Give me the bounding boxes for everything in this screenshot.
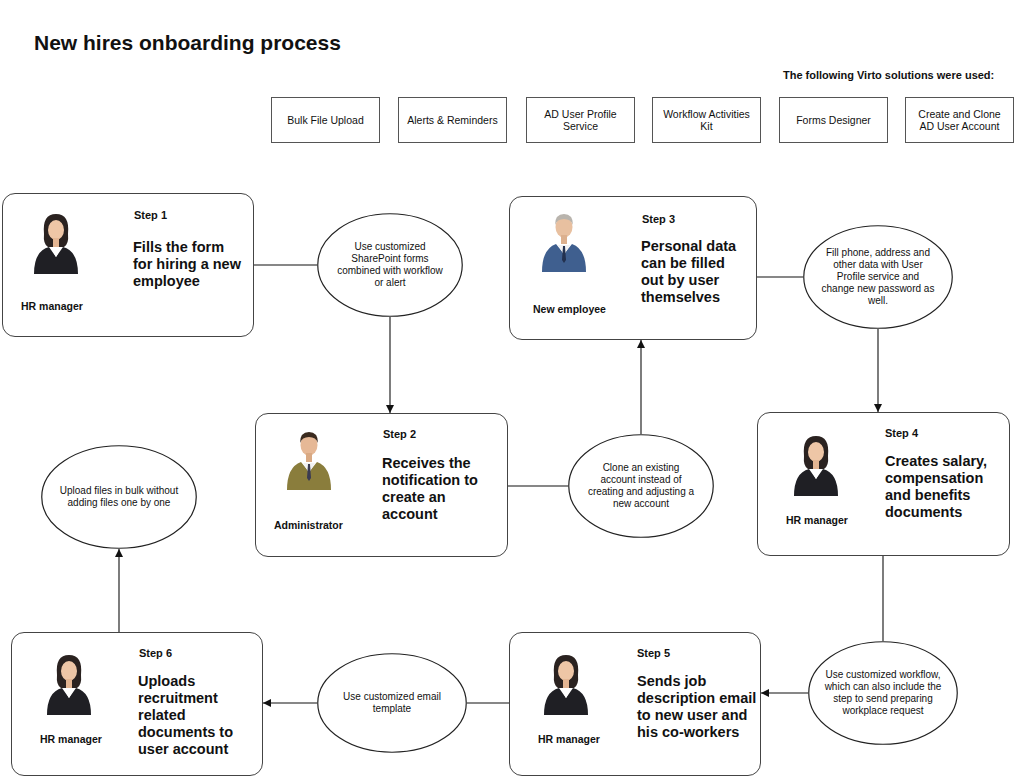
ellipse-text-wrap: Use customized email template [334,653,451,753]
step-description: Sends job description email to new user … [637,673,761,741]
role-name: HR manager [21,300,83,312]
solution-box: AD User Profile Service [526,97,635,143]
solution-name: Alerts & Reminders [401,114,503,126]
ellipse-shape [804,226,953,329]
flow-arrow [263,702,317,703]
process-box: Step 2 Receives the notification to creat… [255,413,508,557]
ellipse-shape [809,642,958,745]
flow-arrow [640,340,641,434]
solution-name: AD User Profile Service [527,108,634,132]
process-box: Step 4 Creates salary, compensation and b… [757,412,1010,556]
connector-line [882,556,883,641]
solution-name: Create and Clone AD User Account [906,108,1013,132]
role-name: HR manager [786,514,848,526]
solution-box: Forms Designer [779,97,888,143]
process-box: Step 6 Uploads recruitment related docume… [11,632,263,776]
step-number: Step 1 [134,209,167,221]
role-name: HR manager [40,733,102,745]
ellipse-text-wrap: Fill phone, address and other data with … [820,225,937,329]
note-ellipse: Upload files in bulk without adding file… [41,445,197,549]
flow-arrow [877,329,878,412]
ellipse-text-wrap: Use customized workflow, which can also … [825,641,942,745]
note-ellipse: Use customized SharePoint forms combined… [317,213,463,317]
process-box: Step 3 Personal data can be filled out by… [509,196,757,340]
ellipse-shape [318,214,463,317]
step-number: Step 6 [139,647,172,659]
note-label: The following Virto solutions were used: [783,69,994,81]
note-text: Use customized email template [334,691,451,715]
ellipse-text-wrap: Clone an existing account instead of cre… [584,434,698,538]
role-name: New employee [533,303,606,315]
step-description: Receives the notification to create an a… [382,455,490,523]
step-description: Creates salary, compensation and benefit… [885,453,997,521]
note-text: Fill phone, address and other data with … [820,247,937,307]
connector-line [508,485,568,486]
connector-line [757,276,803,277]
ellipse-shape [569,435,714,538]
solution-box: Bulk File Upload [271,97,380,143]
step-number: Step 3 [642,213,675,225]
note-ellipse: Use customized email template [317,653,467,753]
note-ellipse: Clone an existing account instead of cre… [568,434,714,538]
step-description: Personal data can be filled out by user … [641,238,747,306]
process-box: Step 1 Fills the form for hiring a new em… [2,193,254,337]
connector-line [254,264,317,265]
connector-line [467,702,509,703]
note-text: Use customized SharePoint forms combined… [333,241,447,289]
ellipse-text-wrap: Use customized SharePoint forms combined… [333,213,447,317]
ellipse-text-wrap: Upload files in bulk without adding file… [58,445,180,549]
step-number: Step 4 [885,427,918,439]
solution-name: Bulk File Upload [281,114,369,126]
ellipse-shape [318,654,467,753]
step-description: Fills the form for hiring a new employee [133,239,241,290]
ellipse-shape [42,446,197,549]
step-number: Step 2 [383,428,416,440]
note-text: Upload files in bulk without adding file… [58,485,180,509]
note-text: Clone an existing account instead of cre… [584,462,698,510]
role-name: HR manager [538,733,600,745]
solution-box: Workflow Activities Kit [652,97,761,143]
role-name: Administrator [274,519,343,531]
solution-name: Forms Designer [790,114,877,126]
flow-arrow [389,317,390,413]
solution-box: Alerts & Reminders [398,97,507,143]
flow-arrow [118,549,119,632]
flow-arrow [761,692,808,693]
solution-name: Workflow Activities Kit [653,108,760,132]
process-box: Step 5 Sends job description email to new… [509,632,761,776]
solution-box: Create and Clone AD User Account [905,97,1014,143]
diagram-title: New hires onboarding process [34,31,341,55]
note-text: Use customized workflow, which can also … [825,669,942,717]
note-ellipse: Fill phone, address and other data with … [803,225,953,329]
step-description: Uploads recruitment related documents to… [138,673,250,758]
step-number: Step 5 [637,647,670,659]
note-ellipse: Use customized workflow, which can also … [808,641,958,745]
